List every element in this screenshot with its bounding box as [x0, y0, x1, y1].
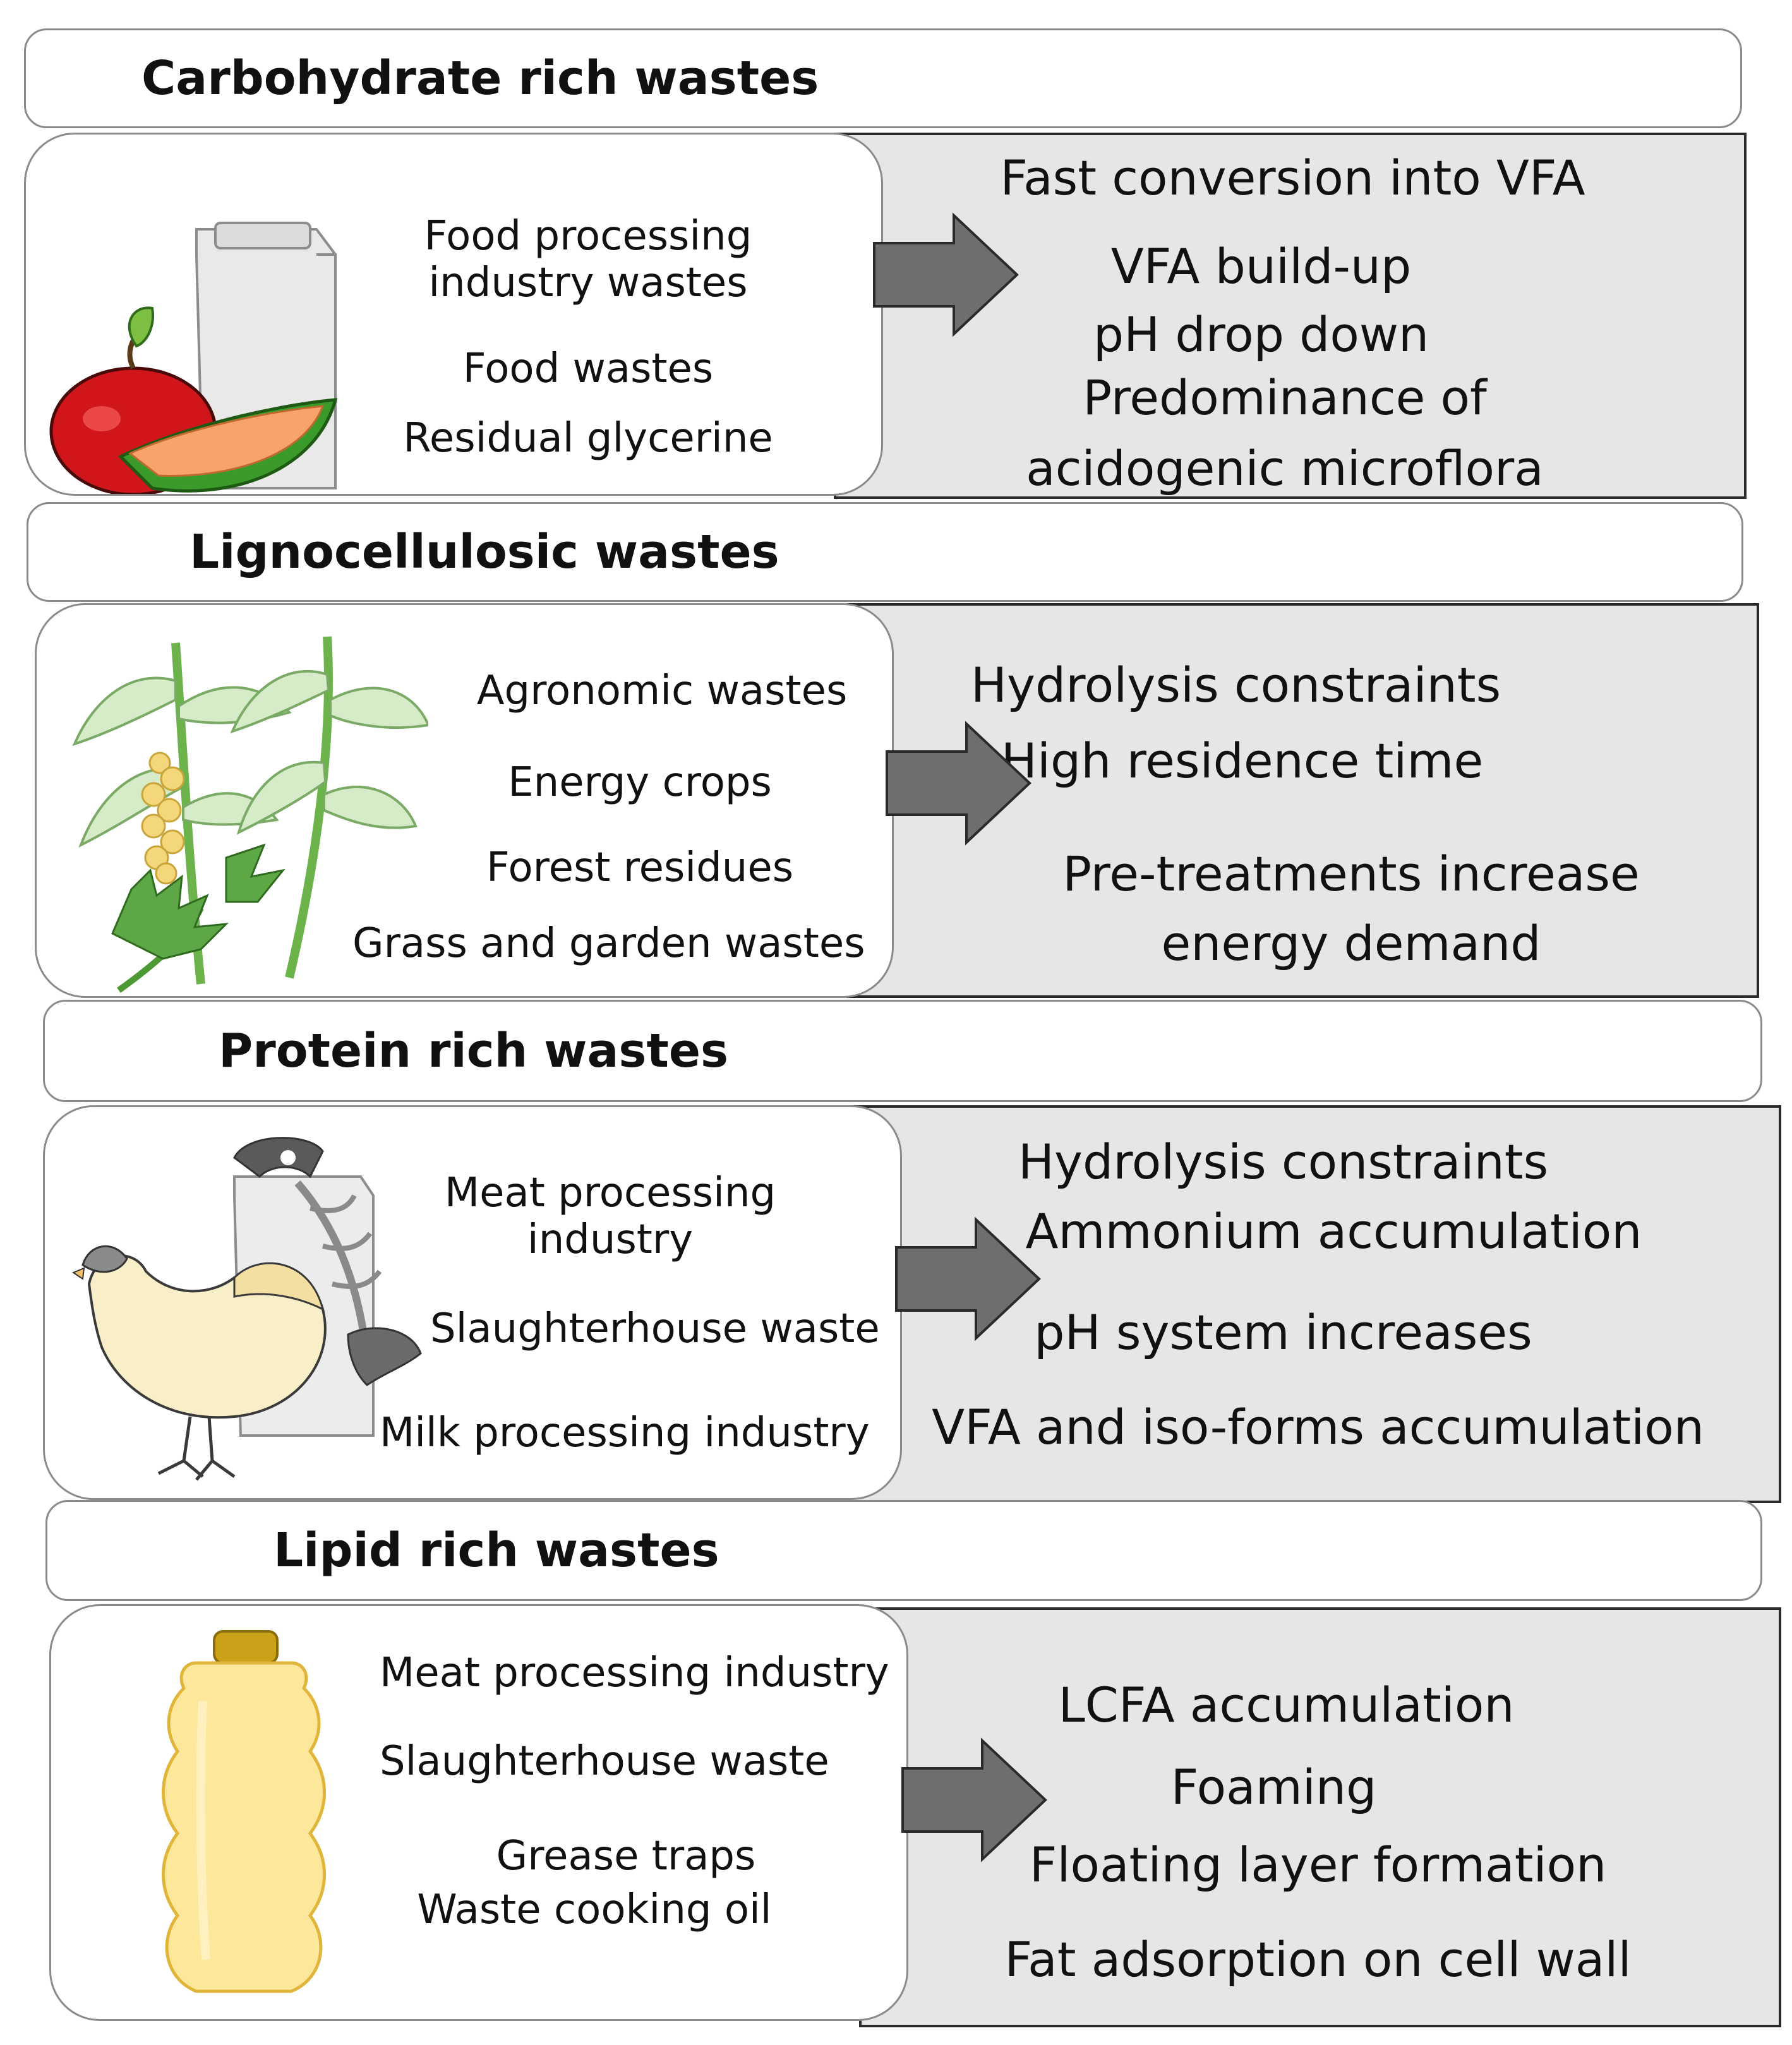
- source-item: Slaughterhouse waste: [380, 1738, 829, 1785]
- source-item: Grass and garden wastes: [352, 920, 865, 967]
- effect-item: Floating layer formation: [1029, 1837, 1607, 1893]
- section-title-bar-protein: Protein rich wastes: [43, 1000, 1762, 1102]
- arrow-icon: [873, 212, 1019, 337]
- section-title: Lignocellulosic wastes: [189, 525, 779, 579]
- effect-item: Hydrolysis constraints: [1018, 1134, 1549, 1190]
- effect-item: Ammonium accumulation: [1025, 1203, 1642, 1259]
- effect-item: pH system increases: [1034, 1304, 1532, 1360]
- effect-item: pH drop down: [1093, 306, 1429, 363]
- arrow-icon: [895, 1216, 1041, 1341]
- effects-box-protein: Hydrolysis constraints Ammonium accumula…: [850, 1105, 1781, 1503]
- source-item: Meat processing industry: [380, 1650, 889, 1696]
- source-item: Milk processing industry: [380, 1410, 870, 1456]
- source-item: Slaughterhouse waste: [430, 1305, 880, 1352]
- source-item: Forest residues: [486, 844, 794, 891]
- arrow-icon: [901, 1737, 1047, 1862]
- source-item: Residual glycerine: [403, 415, 773, 462]
- source-item: Energy crops: [508, 759, 772, 806]
- source-item: Food wastes: [462, 345, 714, 392]
- source-item: Waste cooking oil: [417, 1886, 772, 1933]
- effect-item: Foaming: [1170, 1759, 1377, 1815]
- sources-box-protein: Meat processing industry Slaughterhouse …: [43, 1105, 902, 1500]
- plant-icon: [72, 636, 428, 993]
- effects-box-carbohydrate: Fast conversion into VFA VFA build-up pH…: [834, 133, 1747, 499]
- section-title: Lipid rich wastes: [274, 1523, 719, 1578]
- fruit-and-carton-icon: [49, 222, 338, 494]
- source-item: Agronomic wastes: [476, 668, 848, 714]
- section-title-bar-lipid: Lipid rich wastes: [45, 1500, 1762, 1601]
- section-title-bar-lignocellulosic: Lignocellulosic wastes: [27, 502, 1743, 602]
- oil-bottle-icon: [162, 1630, 326, 1993]
- source-item: Grease traps: [496, 1833, 756, 1880]
- effects-box-lignocellulosic: Hydrolysis constraints High residence ti…: [846, 603, 1759, 998]
- sources-box-carbohydrate: Food processing industry wastes Food was…: [24, 133, 883, 496]
- effect-item: VFA and iso-forms accumulation: [932, 1399, 1704, 1455]
- sources-box-lignocellulosic: Agronomic wastes Energy crops Forest res…: [35, 603, 894, 998]
- chicken-and-bones-icon: [71, 1137, 422, 1481]
- source-item: Food processing industry wastes: [424, 213, 752, 306]
- section-title: Carbohydrate rich wastes: [141, 51, 819, 105]
- effect-item: Hydrolysis constraints: [970, 657, 1501, 713]
- source-item: Meat processing industry: [444, 1170, 776, 1263]
- section-title: Protein rich wastes: [219, 1024, 729, 1078]
- section-title-bar-carbohydrate: Carbohydrate rich wastes: [24, 28, 1742, 128]
- effect-item: High residence time: [1001, 733, 1484, 789]
- effect-item: Predominance of acidogenic microflora: [1026, 369, 1544, 496]
- effect-item: Fat adsorption on cell wall: [1004, 1931, 1632, 1988]
- effect-item: VFA build-up: [1110, 238, 1412, 294]
- effect-item: Fast conversion into VFA: [1000, 150, 1585, 206]
- arrow-icon: [886, 721, 1031, 846]
- effect-item: Pre-treatments increase energy demand: [1062, 846, 1640, 971]
- sources-box-lipid: Meat processing industry Slaughterhouse …: [49, 1604, 908, 2021]
- effect-item: LCFA accumulation: [1058, 1677, 1515, 1733]
